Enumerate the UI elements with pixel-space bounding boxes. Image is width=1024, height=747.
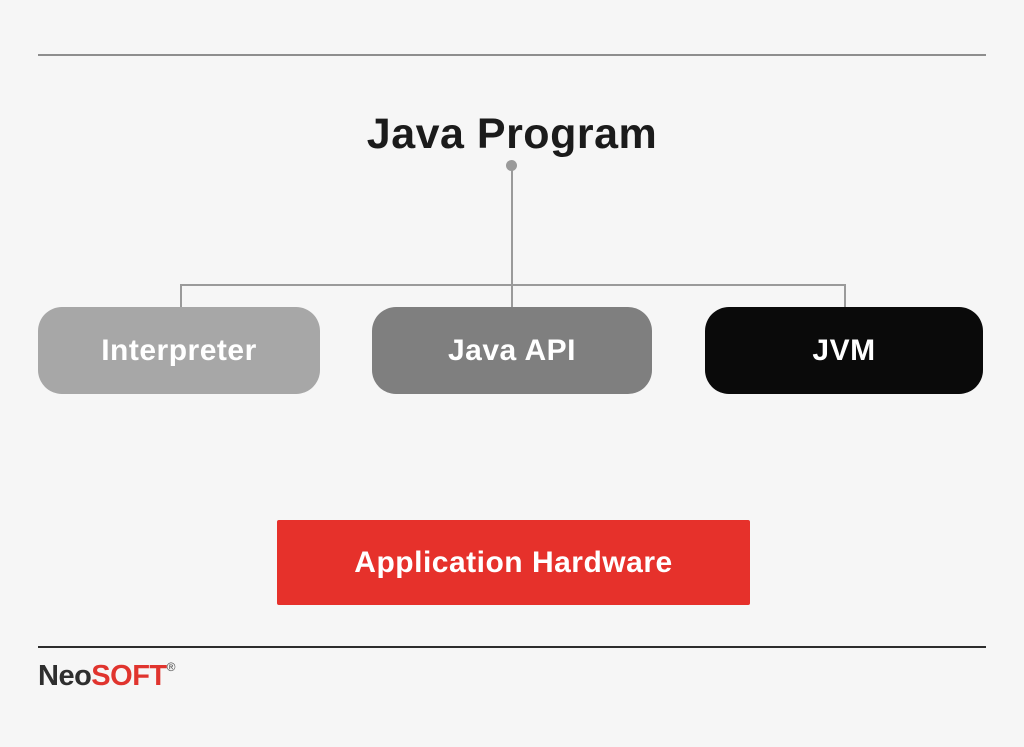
- connector-drop-interpreter: [180, 284, 182, 310]
- top-divider: [38, 54, 986, 56]
- node-java-api: Java API: [372, 307, 652, 394]
- connector-root-dot: [506, 160, 517, 171]
- brand-logo-neo: Neo: [38, 660, 92, 692]
- node-interpreter: Interpreter: [38, 307, 320, 394]
- brand-logo: NeoSOFT®: [38, 660, 175, 693]
- node-interpreter-label: Interpreter: [101, 333, 257, 367]
- node-application-hardware-label: Application Hardware: [354, 545, 673, 579]
- node-jvm: JVM: [705, 307, 983, 394]
- connector-horizontal: [180, 284, 846, 286]
- brand-logo-soft: SOFT: [91, 660, 167, 692]
- node-application-hardware: Application Hardware: [277, 520, 750, 605]
- node-jvm-label: JVM: [812, 333, 876, 367]
- node-java-api-label: Java API: [448, 333, 576, 367]
- diagram-title: Java Program: [366, 110, 658, 158]
- connector-stem: [511, 169, 513, 285]
- registered-trademark-icon: ®: [166, 660, 176, 674]
- bottom-divider: [38, 646, 986, 648]
- connector-drop-java-api: [511, 284, 513, 308]
- connector-drop-jvm: [844, 284, 846, 310]
